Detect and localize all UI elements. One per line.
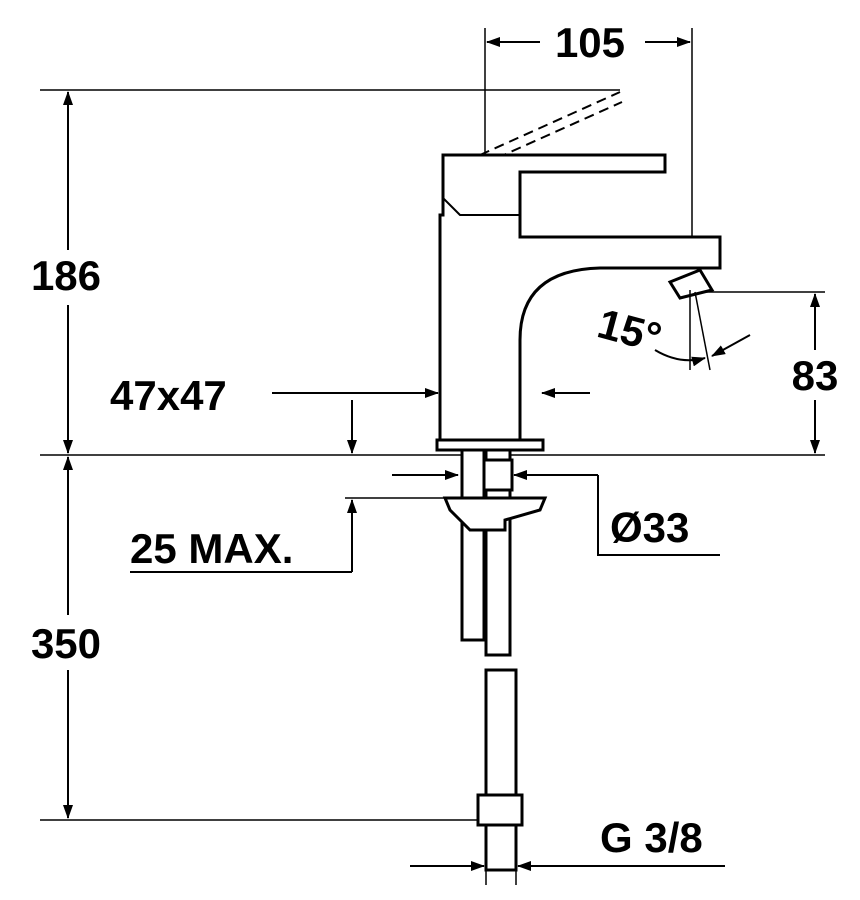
- dimension-total-height: 186: [31, 91, 101, 454]
- faucet-body: [435, 91, 722, 452]
- dimension-body-section: 47x47: [110, 372, 590, 419]
- label-spout-height: 83: [792, 352, 839, 399]
- dimension-spout-angle: 15°: [593, 290, 751, 371]
- label-hose-length: 350: [31, 620, 101, 667]
- label-spout-angle: 15°: [593, 300, 667, 362]
- dimension-spout-reach: 105: [486, 19, 691, 66]
- dimension-max-deck-thickness: 25 MAX.: [130, 400, 445, 573]
- label-body-section: 47x47: [110, 372, 227, 419]
- dimension-connection-thread: G 3/8: [410, 814, 725, 885]
- dimension-hose-length: 350: [31, 456, 101, 819]
- dimension-spout-height: 83: [792, 293, 839, 454]
- label-hole-diameter: Ø33: [610, 504, 689, 551]
- extension-lines: [40, 28, 825, 821]
- dimension-hole-diameter: Ø33: [392, 470, 720, 556]
- label-max-deck-thickness: 25 MAX.: [130, 525, 293, 572]
- label-connection-thread: G 3/8: [600, 814, 703, 861]
- label-total-height: 186: [31, 252, 101, 299]
- label-spout-reach: 105: [555, 19, 625, 66]
- mounting-hardware: [442, 448, 548, 872]
